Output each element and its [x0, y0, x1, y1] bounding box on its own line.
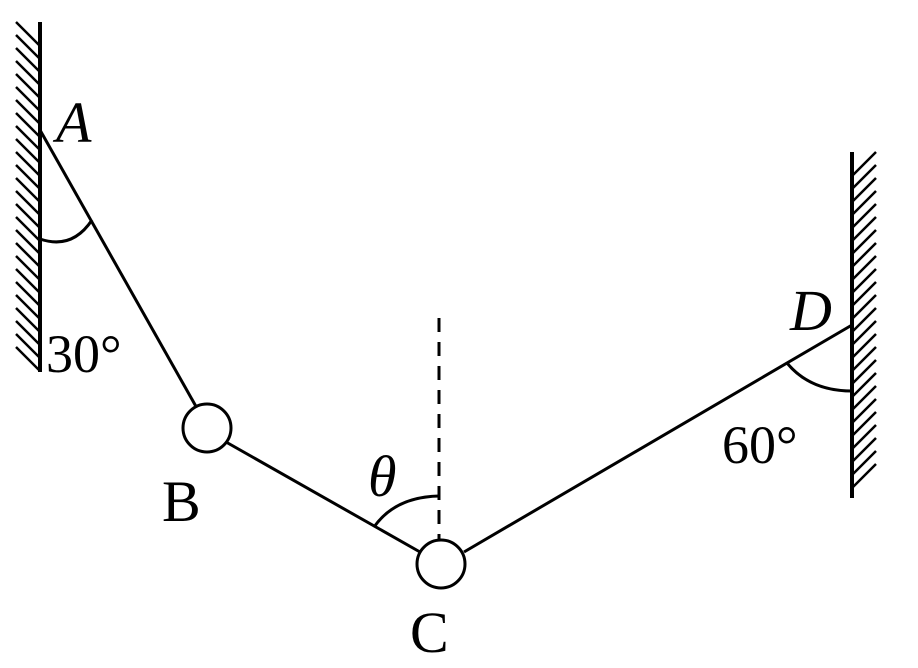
left-wall-hatch-line — [15, 268, 41, 294]
left-wall-hatch-line — [15, 307, 41, 333]
right-wall-hatch-line — [851, 177, 877, 203]
right-wall-hatch-line — [851, 463, 877, 489]
right-wall-hatch-line — [851, 359, 877, 385]
label-d: D — [789, 278, 832, 343]
angle-label-theta: θ — [368, 444, 397, 509]
right-wall-hatch-line — [851, 190, 877, 216]
right-wall-hatching — [851, 151, 877, 489]
right-wall-hatch-line — [851, 281, 877, 307]
right-wall-hatch-line — [851, 320, 877, 346]
right-wall-hatch-line — [851, 255, 877, 281]
angle-label-a: 30° — [46, 324, 122, 384]
label-b: B — [162, 469, 201, 534]
right-wall-hatch-line — [851, 229, 877, 255]
left-wall-hatch-line — [15, 164, 41, 190]
left-wall-hatch-line — [15, 47, 41, 73]
left-wall-hatch-line — [15, 281, 41, 307]
angle-arc-c — [372, 494, 440, 528]
left-wall-hatch-line — [15, 255, 41, 281]
left-wall — [15, 21, 42, 372]
left-wall-hatch-line — [15, 138, 41, 164]
left-wall-hatch-line — [15, 242, 41, 268]
right-wall-hatch-line — [851, 424, 877, 450]
right-wall-hatch-line — [851, 437, 877, 463]
right-wall — [850, 151, 877, 498]
right-wall-hatch-line — [851, 346, 877, 372]
label-c: C — [410, 600, 449, 665]
left-wall-hatch-line — [15, 34, 41, 60]
left-wall-hatch-line — [15, 294, 41, 320]
left-wall-hatch-line — [15, 112, 41, 138]
right-wall-hatch-line — [851, 268, 877, 294]
left-wall-hatch-line — [15, 125, 41, 151]
string-ab — [38, 129, 200, 411]
left-wall-hatch-line — [15, 346, 41, 372]
right-wall-hatch-line — [851, 398, 877, 424]
left-wall-hatch-line — [15, 73, 41, 99]
right-wall-hatch-line — [851, 385, 877, 411]
right-wall-hatch-line — [851, 307, 877, 333]
right-wall-hatch-line — [851, 242, 877, 268]
ball-b — [181, 402, 233, 454]
right-wall-hatch-line — [851, 372, 877, 398]
left-wall-hatch-line — [15, 60, 41, 86]
right-wall-hatch-line — [851, 333, 877, 359]
right-wall-hatch-line — [851, 151, 877, 177]
right-wall-hatch-line — [851, 164, 877, 190]
left-wall-hatching — [15, 21, 41, 372]
left-wall-hatch-line — [15, 229, 41, 255]
angle-label-d: 60° — [722, 415, 798, 475]
left-wall-hatch-line — [15, 177, 41, 203]
left-wall-hatch-line — [15, 320, 41, 346]
string-bc — [225, 440, 421, 554]
angle-arc-a — [39, 219, 94, 244]
left-wall-hatch-line — [15, 216, 41, 242]
left-wall-hatch-line — [15, 203, 41, 229]
right-wall-hatch-line — [851, 411, 877, 437]
ball-c — [415, 538, 467, 590]
right-wall-hatch-line — [851, 203, 877, 229]
label-a: A — [52, 90, 92, 155]
right-wall-hatch-line — [851, 294, 877, 320]
right-wall-hatch-line — [851, 450, 877, 476]
left-wall-hatch-line — [15, 333, 41, 359]
left-wall-hatch-line — [15, 21, 41, 47]
left-wall-hatch-line — [15, 86, 41, 112]
right-wall-hatch-line — [851, 216, 877, 242]
left-wall-hatch-line — [15, 99, 41, 125]
left-wall-hatch-line — [15, 151, 41, 177]
angle-arc-d — [785, 362, 853, 393]
left-wall-hatch-line — [15, 190, 41, 216]
